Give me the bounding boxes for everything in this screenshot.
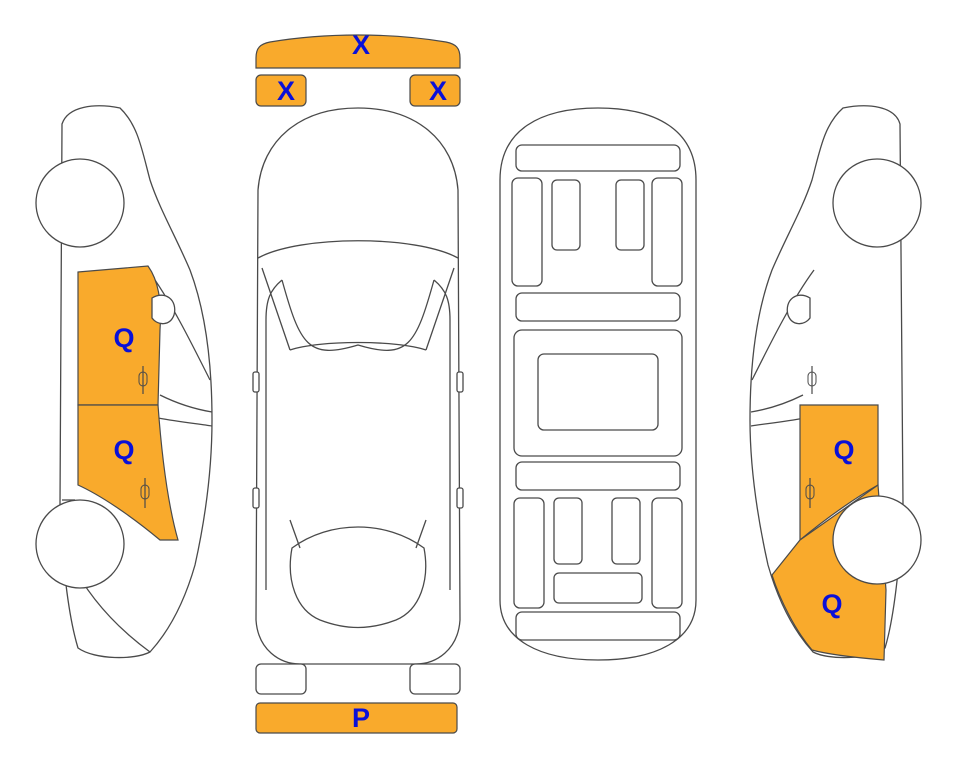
underbody-front-rail bbox=[515, 144, 681, 172]
a-pillar-right bbox=[425, 267, 455, 351]
right-side-mirror bbox=[786, 294, 811, 325]
underbody-view bbox=[499, 107, 697, 661]
right-mirror-top bbox=[456, 371, 464, 393]
underbody-front-mid-right bbox=[615, 179, 645, 251]
right-rear-door-handle-icon bbox=[805, 478, 815, 508]
right-rear-wheel bbox=[832, 495, 922, 585]
left-side-mirror bbox=[151, 294, 176, 325]
top-view: X X X P bbox=[252, 30, 464, 734]
roof-front-edge bbox=[289, 341, 427, 351]
front-bumper-panel bbox=[255, 34, 461, 69]
right-side-window-line bbox=[751, 269, 815, 381]
left-rear-door-code: Q bbox=[113, 435, 134, 465]
top-view-body-outline bbox=[255, 107, 461, 665]
left-front-door-handle-icon bbox=[138, 366, 148, 394]
left-front-wheel bbox=[35, 158, 125, 248]
underbody-rear-mid-right bbox=[611, 497, 641, 565]
underbody-rear-left-arm bbox=[513, 497, 545, 609]
underbody-center-plate bbox=[537, 353, 659, 431]
underbody-front-right-arm bbox=[651, 177, 683, 287]
front-bumper-code: X bbox=[352, 30, 370, 60]
right-rear-door-code: Q bbox=[833, 435, 854, 465]
left-rear-door-panel bbox=[77, 404, 179, 541]
rear-window-outline bbox=[289, 526, 427, 629]
c-pillar-left bbox=[289, 519, 301, 549]
left-rear-door-handle-icon bbox=[140, 478, 150, 508]
roof-outline bbox=[265, 279, 451, 590]
underbody-front-mid-left bbox=[551, 179, 581, 251]
c-pillar-right bbox=[415, 519, 427, 549]
rear-bumper-panel bbox=[255, 702, 458, 734]
underbody-front-left-arm bbox=[511, 177, 543, 287]
left-rear-wheel bbox=[35, 499, 125, 589]
underbody-rear-crossmember bbox=[553, 572, 643, 604]
right-side-mirror-line bbox=[750, 394, 804, 413]
left-front-door-code: Q bbox=[113, 323, 134, 353]
rear-bumper-code: P bbox=[352, 703, 370, 733]
front-left-corner-panel bbox=[255, 74, 307, 107]
right-rear-quarter-code: Q bbox=[821, 589, 842, 619]
underbody-rear-rail bbox=[515, 611, 681, 641]
windshield-outline bbox=[257, 240, 459, 259]
rear-right-corner-panel bbox=[409, 663, 461, 695]
right-side-view: Q Q bbox=[749, 105, 922, 661]
a-pillar-left bbox=[261, 267, 291, 351]
right-front-wheel bbox=[832, 158, 922, 248]
underbody-crossmember-2 bbox=[515, 461, 681, 491]
underbody-rear-right-arm bbox=[651, 497, 683, 609]
right-front-door-handle-icon bbox=[807, 366, 817, 394]
left-side-view: Q Q bbox=[35, 105, 213, 659]
left-side-mirror-line bbox=[159, 394, 213, 413]
left-mirror-top bbox=[252, 371, 260, 393]
underbody-rear-mid-left bbox=[553, 497, 583, 565]
front-right-corner-code: X bbox=[429, 76, 447, 106]
front-right-corner-panel bbox=[409, 74, 461, 107]
rear-left-corner-panel bbox=[255, 663, 307, 695]
left-side-glass-line bbox=[157, 417, 213, 427]
front-left-corner-code: X bbox=[277, 76, 295, 106]
right-handle-top bbox=[456, 487, 464, 509]
underbody-crossmember-1 bbox=[515, 292, 681, 322]
left-handle-top bbox=[252, 487, 260, 509]
